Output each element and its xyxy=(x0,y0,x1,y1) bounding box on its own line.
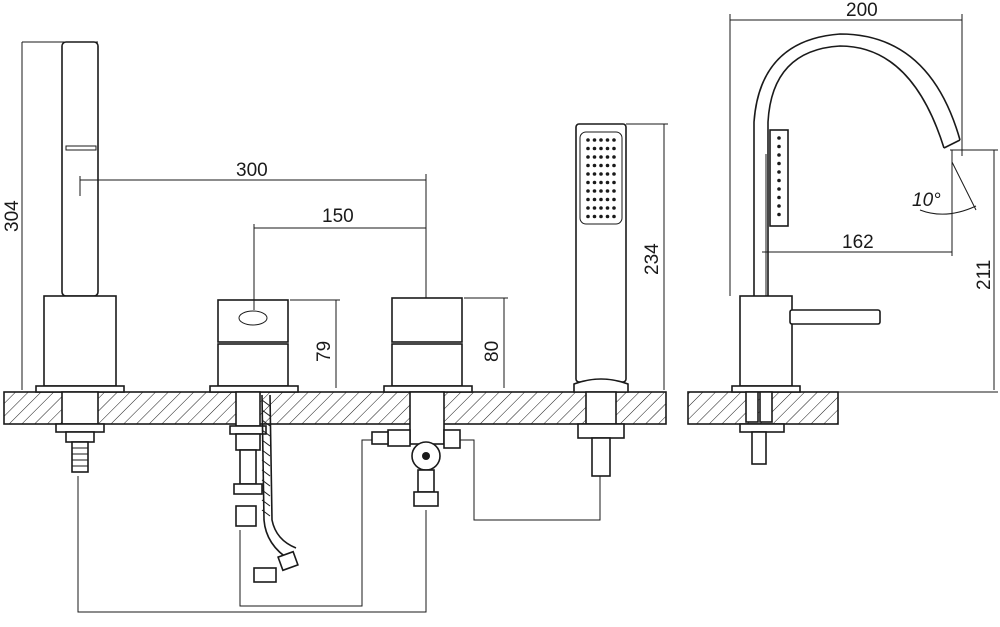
nozzle-dot xyxy=(586,146,590,151)
shower-nozzles xyxy=(586,138,616,219)
dim-handshower-height: 234 xyxy=(642,243,663,275)
nozzle-dot xyxy=(612,155,616,159)
nozzle-dot xyxy=(586,197,590,202)
nozzle-dot xyxy=(592,189,597,193)
nozzle-dot xyxy=(777,195,781,200)
dim-side-outlet-height: 211 xyxy=(974,260,995,290)
dim-side-outlet-reach: 162 xyxy=(842,232,874,253)
nozzle-dot xyxy=(612,180,616,185)
nozzle-dot xyxy=(605,163,610,168)
nozzle-dot xyxy=(605,214,610,219)
nozzle-dot xyxy=(592,197,597,202)
nozzle-dot xyxy=(612,214,616,219)
nozzle-dot xyxy=(777,204,781,208)
nozzle-dot xyxy=(586,189,590,193)
dim-handle-spacing: 150 xyxy=(322,206,354,227)
nozzle-dot xyxy=(777,170,781,174)
nozzle-dot xyxy=(599,189,603,193)
nozzle-dot xyxy=(777,144,781,149)
nozzle-dot xyxy=(592,172,597,176)
dimension-lines xyxy=(21,14,998,393)
nozzle-dot xyxy=(586,163,590,168)
nozzle-dot xyxy=(777,178,781,183)
side-view xyxy=(731,33,961,465)
nozzle-dot xyxy=(592,206,597,210)
nozzle-dot xyxy=(599,146,603,151)
nozzle-dot xyxy=(605,206,610,210)
nozzle-dot xyxy=(612,146,616,151)
nozzle-dot xyxy=(592,180,597,185)
nozzle-dot xyxy=(777,136,781,140)
nozzle-dot xyxy=(586,172,590,176)
nozzle-dot xyxy=(612,189,616,193)
spout-front xyxy=(35,41,125,473)
nozzle-dot xyxy=(586,206,590,210)
nozzle-dot xyxy=(586,138,590,142)
nozzle-dot xyxy=(612,197,616,202)
nozzle-dot xyxy=(777,187,781,191)
dim-outlet-angle: 10° xyxy=(912,190,941,211)
nozzle-dot xyxy=(599,138,603,142)
nozzle-dot xyxy=(599,206,603,210)
nozzle-dot xyxy=(777,212,781,217)
nozzle-dot xyxy=(599,172,603,176)
nozzle-dot xyxy=(605,189,610,193)
nozzle-dot xyxy=(612,206,616,210)
dim-handle-right-height: 80 xyxy=(482,341,503,362)
nozzle-dot xyxy=(599,214,603,219)
hand-shower xyxy=(573,123,629,477)
side-nozzles xyxy=(777,136,781,217)
nozzle-dot xyxy=(612,163,616,168)
nozzle-dot xyxy=(592,146,597,151)
nozzle-dot xyxy=(605,197,610,202)
nozzle-dot xyxy=(777,153,781,157)
nozzle-dot xyxy=(599,163,603,168)
nozzle-dot xyxy=(586,214,590,219)
nozzle-dot xyxy=(592,214,597,219)
dim-side-reach: 200 xyxy=(846,0,878,21)
nozzle-dot xyxy=(605,180,610,185)
nozzle-dot xyxy=(605,155,610,159)
handle-right xyxy=(371,297,473,507)
dim-spout-height: 304 xyxy=(2,200,23,232)
nozzle-dot xyxy=(592,163,597,168)
deck-slab-front xyxy=(3,391,667,425)
nozzle-dot xyxy=(599,197,603,202)
nozzle-dot xyxy=(605,146,610,151)
nozzle-dot xyxy=(592,155,597,159)
nozzle-dot xyxy=(612,138,616,142)
connection-pipes xyxy=(77,439,601,613)
nozzle-dot xyxy=(586,180,590,185)
nozzle-dot xyxy=(612,172,616,176)
nozzle-dot xyxy=(777,161,781,166)
nozzle-dot xyxy=(599,155,603,159)
nozzle-dot xyxy=(592,138,597,142)
nozzle-dot xyxy=(605,138,610,142)
nozzle-dot xyxy=(599,180,603,185)
nozzle-dot xyxy=(605,172,610,176)
nozzle-dot xyxy=(586,155,590,159)
dim-handle-left-height: 79 xyxy=(314,341,335,362)
handle-left xyxy=(209,299,299,583)
dim-spout-to-handle: 300 xyxy=(236,160,268,181)
